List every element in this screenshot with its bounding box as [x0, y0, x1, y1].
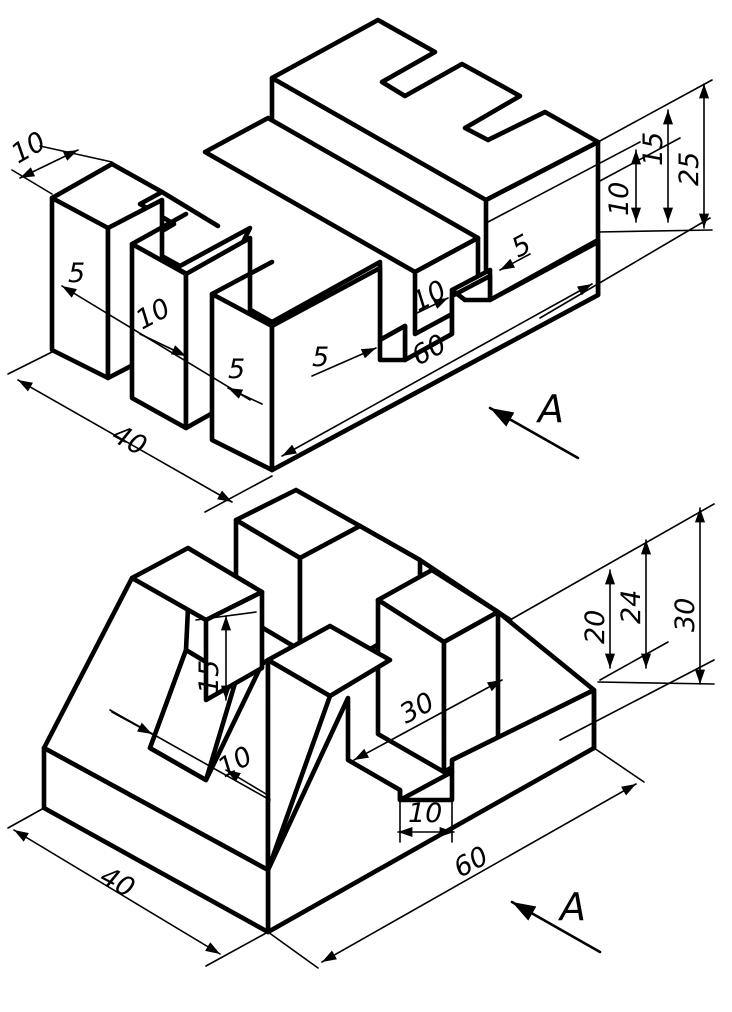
view-label-a-bottom: A: [557, 885, 586, 929]
dim-40-top: 40: [107, 419, 152, 463]
bottom-view-direction-arrow: A: [510, 885, 602, 954]
dim-5-left: 5: [68, 258, 85, 289]
top-view-direction-arrow: A: [488, 387, 580, 460]
top-dimension-lines: [7, 79, 713, 513]
dim-5-right: 5: [507, 229, 537, 264]
bottom-isometric-part: 15 10 30 10 60 40 20 24 30 A: [7, 487, 715, 969]
dim-10-slot: 10: [408, 798, 442, 829]
dim-20: 20: [580, 610, 611, 644]
dim-40-bottom: 40: [95, 861, 140, 905]
bottom-right-upright: [375, 567, 501, 775]
dim-60-bottom: 60: [449, 841, 494, 885]
dim-30-right: 30: [670, 598, 701, 632]
dim-15: 15: [194, 660, 225, 694]
dim-10-right: 10: [604, 182, 635, 216]
dim-25-right: 25: [674, 152, 705, 186]
view-label-a-top: A: [535, 387, 564, 431]
dim-24: 24: [616, 590, 647, 624]
bottom-dimension-lines: [7, 503, 715, 969]
dim-5-mid: 5: [228, 354, 245, 385]
top-isometric-part: 10 5 10 5 5 60 10 5 40 10 15 25 A: [6, 17, 713, 513]
dim-15-right: 15: [638, 132, 669, 166]
dim-10-top-left: 10: [6, 126, 51, 170]
dim-5-front: 5: [312, 342, 329, 373]
